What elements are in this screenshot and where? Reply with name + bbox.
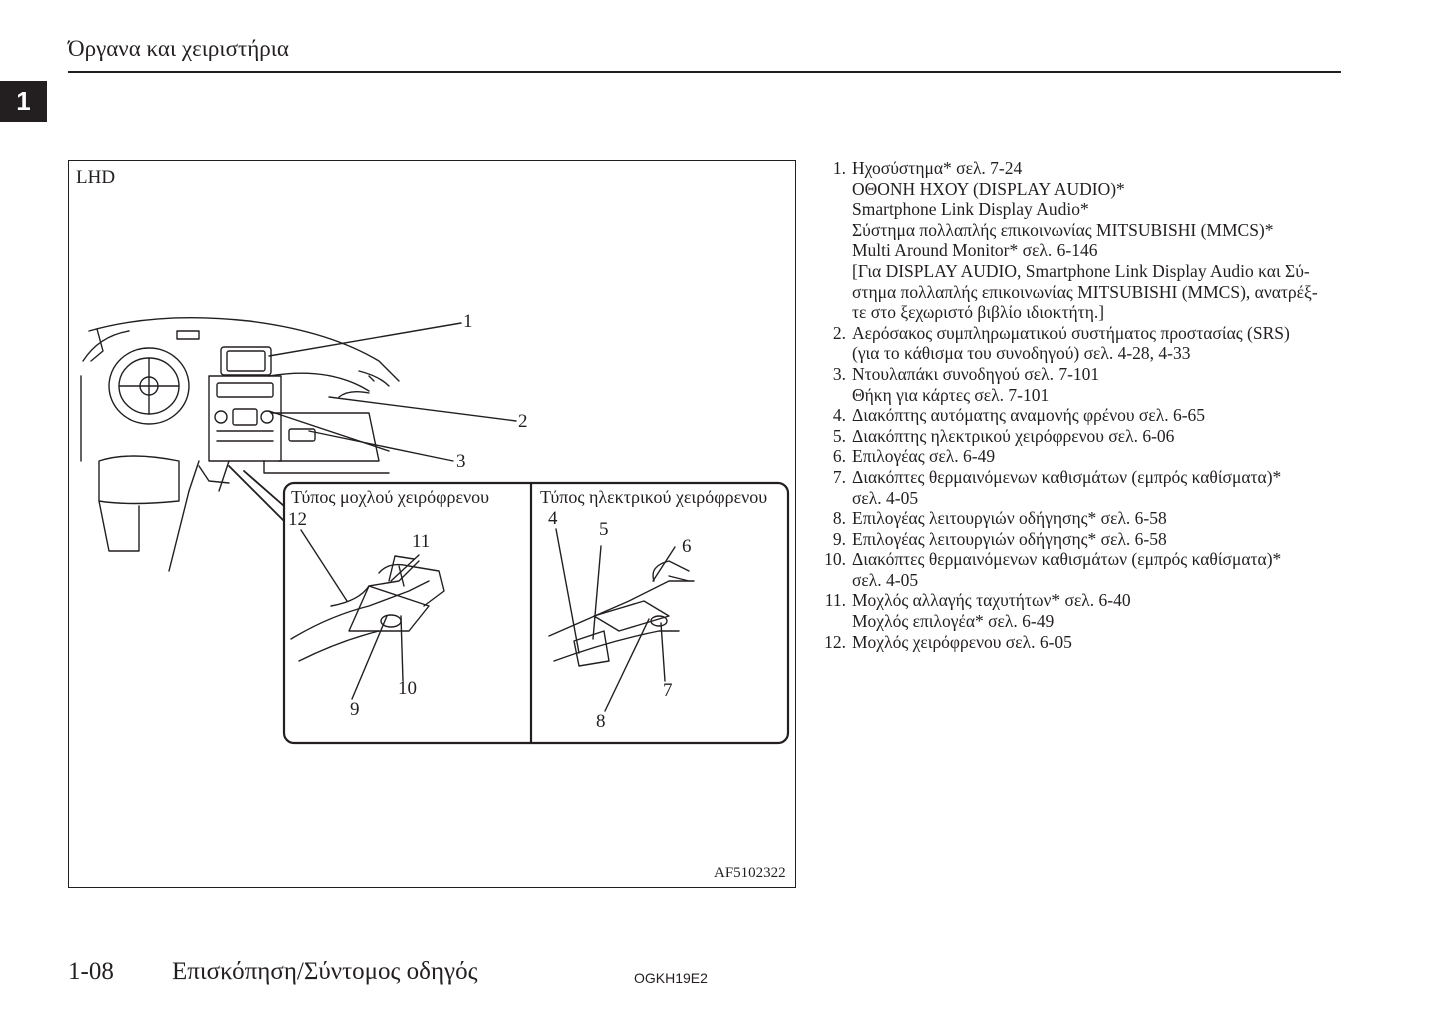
legend-line: (για το κάθισμα του συνοδηγού) σελ. 4-28… [852, 343, 1191, 364]
legend-line: σελ. 4-05 [852, 569, 919, 590]
legend-line: σελ. 4-05 [852, 487, 919, 508]
legend-line: Ντουλαπάκι συνοδηγού σελ. 7-101 [852, 363, 1100, 384]
legend-number: 4. [832, 405, 846, 426]
legend-item: 3. Ντουλαπάκι συνοδηγού σελ. 7-101 Θήκη … [814, 364, 1344, 405]
legend-number: 11. [824, 590, 846, 611]
legend-line: Επιλογέας λειτουργιών οδήγησης* σελ. 6-5… [852, 528, 1167, 549]
legend-number: 7. [832, 466, 846, 487]
legend-line: Διακόπτης αυτόματης αναμονής φρένου σελ.… [852, 405, 1206, 426]
callout-11: 11 [412, 531, 431, 552]
legend-line: Διακόπτης ηλεκτρικού χειρόφρενου σελ. 6-… [852, 425, 1175, 446]
legend-number: 2. [832, 322, 846, 343]
callout-7: 7 [663, 680, 673, 701]
callout-4: 4 [548, 508, 558, 529]
callout-9: 9 [350, 699, 360, 720]
footer-section-title: Επισκόπηση/Σύντομος οδηγός [172, 958, 478, 985]
legend-item: 9. Επιλογέας λειτουργιών οδήγησης* σελ. … [814, 529, 1344, 550]
legend-number: 9. [832, 528, 846, 549]
legend-number: 5. [832, 425, 846, 446]
header-rule [68, 71, 1341, 73]
inset-left-title: Τύπος μοχλού χειρόφρενου [291, 487, 490, 507]
legend-number: 12. [824, 631, 846, 652]
chapter-tab: 1 [0, 81, 47, 122]
legend-line: τε στο ξεχωριστό βιβλίο ιδιοκτήτη.] [852, 302, 1105, 323]
legend-number: 6. [832, 446, 846, 467]
legend-line: Μοχλός επιλογέα* σελ. 6-49 [852, 611, 1055, 632]
legend-item: 6. Επιλογέας σελ. 6-49 [814, 446, 1344, 467]
legend-line: Αερόσακος συμπληρωματικού συστήματος προ… [852, 322, 1290, 343]
legend-line: Smartphone Link Display Audio* [852, 199, 1089, 220]
legend-item: 5. Διακόπτης ηλεκτρικού χειρόφρενου σελ.… [814, 426, 1344, 447]
legend-number: 3. [832, 363, 846, 384]
legend-item: 10. Διακόπτες θερμαινόμενων καθισμάτων (… [814, 549, 1344, 590]
legend-line: Επιλογέας λειτουργιών οδήγησης* σελ. 6-5… [852, 508, 1167, 529]
callout-8: 8 [596, 711, 606, 732]
legend-line: [Για DISPLAY AUDIO, Smartphone Link Disp… [852, 260, 1310, 281]
callout-1: 1 [463, 311, 473, 332]
callout-12: 12 [288, 509, 307, 530]
legend-item: 12. Μοχλός χειρόφρενου σελ. 6-05 [814, 632, 1344, 653]
legend-line: ΟΘΟΝΗ ΗΧΟΥ (DISPLAY AUDIO)* [852, 178, 1125, 199]
legend-item: 11. Μοχλός αλλαγής ταχυτήτων* σελ. 6-40 … [814, 590, 1344, 631]
legend-item: 2. Αερόσακος συμπληρωματικού συστήματος … [814, 323, 1344, 364]
legend-list: 1. Ηχοσύστημα* σελ. 7-24 ΟΘΟΝΗ ΗΧΟΥ (DIS… [814, 158, 1344, 652]
figure-code: AF5102322 [714, 865, 786, 881]
callout-2: 2 [518, 411, 528, 432]
page-header-title: Όργανα και χειριστήρια [68, 36, 289, 61]
legend-line: Σύστημα πολλαπλής επικοινωνίας MITSUBISH… [852, 219, 1274, 240]
legend-line: στημα πολλαπλής επικοινωνίας MITSUBISHI … [852, 281, 1318, 302]
legend-line: Ηχοσύστημα* σελ. 7-24 [852, 158, 1023, 178]
callout-3: 3 [456, 451, 466, 472]
legend-number: 1. [832, 158, 846, 178]
legend-item: 4. Διακόπτης αυτόματης αναμονής φρένου σ… [814, 405, 1344, 426]
legend-line: Μοχλός αλλαγής ταχυτήτων* σελ. 6-40 [852, 590, 1131, 611]
legend-line: Διακόπτες θερμαινόμενων καθισμάτων (εμπρ… [852, 549, 1282, 570]
legend-line: Διακόπτες θερμαινόμενων καθισμάτων (εμπρ… [852, 466, 1282, 487]
callout-10: 10 [398, 678, 417, 699]
document-code: OGKH19E2 [634, 970, 708, 986]
callout-6: 6 [682, 536, 692, 557]
legend-line: Επιλογέας σελ. 6-49 [852, 446, 996, 467]
legend-line: Θήκη για κάρτες σελ. 7-101 [852, 384, 1050, 405]
callout-5: 5 [599, 519, 609, 540]
dashboard-illustration [80, 316, 790, 745]
figure-variant-label: LHD [76, 167, 116, 188]
page-number: 1-08 [68, 958, 114, 985]
dashboard-figure: LHD Τύπος μοχλού χειρόφρενου Τύπος ηλεκτ… [68, 160, 796, 888]
legend-line: Multi Around Monitor* σελ. 6-146 [852, 240, 1098, 261]
inset-right-title: Τύπος ηλεκτρικού χειρόφρενου [540, 487, 768, 507]
legend-item: 7. Διακόπτες θερμαινόμενων καθισμάτων (ε… [814, 467, 1344, 508]
legend-item: 1. Ηχοσύστημα* σελ. 7-24 ΟΘΟΝΗ ΗΧΟΥ (DIS… [814, 158, 1344, 323]
legend-number: 10. [824, 549, 846, 570]
legend-item: 8. Επιλογέας λειτουργιών οδήγησης* σελ. … [814, 508, 1344, 529]
legend-line: Μοχλός χειρόφρενου σελ. 6-05 [852, 631, 1072, 652]
legend-number: 8. [832, 508, 846, 529]
